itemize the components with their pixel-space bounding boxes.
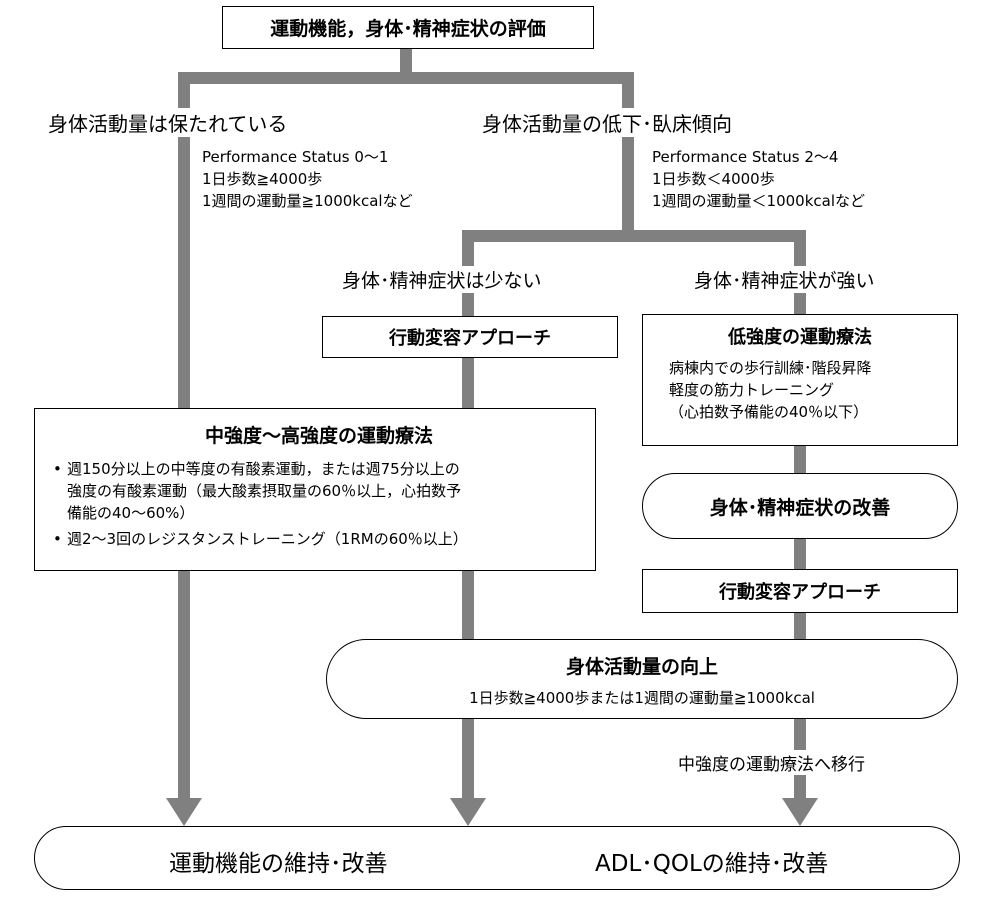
bullet-line: 強度の有酸素運動（最大酸素摂取量の60％以上，心拍数予 xyxy=(67,482,462,500)
behavior-approach-text: 行動変容アプローチ xyxy=(389,328,551,349)
bullet-line: 備能の40〜60%） xyxy=(67,504,195,522)
left-criteria: Performance Status 0〜1 1日歩数≧4000歩 1週間の運動… xyxy=(202,146,413,212)
behavior-approach-box-2: 行動変容アプローチ xyxy=(642,569,958,613)
right-criteria-line: 1週間の運動量＜1000kcalなど xyxy=(652,192,866,210)
outcome-left-text: 運動機能の維持･改善 xyxy=(169,851,388,877)
symptom-improvement-text: 身体･精神症状の改善 xyxy=(709,496,891,519)
left-criteria-line: Performance Status 0〜1 xyxy=(202,148,389,166)
symptom-improvement-box: 身体･精神症状の改善 xyxy=(642,473,958,539)
right-criteria-line: Performance Status 2〜4 xyxy=(652,148,839,166)
bullet-line: 週150分以上の中等度の有酸素運動，または週75分以上の xyxy=(67,460,460,478)
moderate-high-intensity-box: 中強度〜高強度の運動療法 • 週150分以上の中等度の有酸素運動，または週75分… xyxy=(34,408,596,571)
outcome-box: 運動機能の維持･改善 ADL･QOLの維持･改善 xyxy=(34,826,960,890)
right-criteria-line: 1日歩数＜4000歩 xyxy=(652,170,775,188)
sub-label-strong-symptoms: 身体･精神症状が強い xyxy=(692,266,877,293)
transition-label: 中強度の運動療法へ移行 xyxy=(676,750,867,775)
low-intensity-line: （心拍数予備能の40％以下） xyxy=(669,403,869,421)
moderate-high-title: 中強度〜高強度の運動療法 xyxy=(204,425,433,447)
list-item: • 週2〜3回のレジスタンストレーニング（1RMの60％以上） xyxy=(53,528,585,550)
bullet-line: 週2〜3回のレジスタンストレーニング（1RMの60％以上） xyxy=(67,530,468,548)
branch-label-maintained: 身体活動量は保たれている xyxy=(46,108,290,137)
low-intensity-title: 低強度の運動療法 xyxy=(728,327,872,348)
list-item: • 週150分以上の中等度の有酸素運動，または週75分以上の 強度の有酸素運動（… xyxy=(53,458,585,524)
right-criteria: Performance Status 2〜4 1日歩数＜4000歩 1週間の運動… xyxy=(652,146,865,212)
assessment-title-box: 運動機能，身体･精神症状の評価 xyxy=(222,6,594,49)
branch-label-decreased: 身体活動量の低下･臥床傾向 xyxy=(480,108,734,137)
low-intensity-line: 病棟内での歩行訓練･階段昇降 xyxy=(669,359,872,377)
behavior-approach-text-2: 行動変容アプローチ xyxy=(719,582,881,603)
assessment-title-text: 運動機能，身体･精神症状の評価 xyxy=(270,18,546,40)
low-intensity-line: 軽度の筋力トレーニング xyxy=(669,381,835,399)
activity-increase-title: 身体活動量の向上 xyxy=(565,656,718,678)
left-criteria-line: 1週間の運動量≧1000kcalなど xyxy=(202,192,413,210)
low-intensity-details: 病棟内での歩行訓練･階段昇降 軽度の筋力トレーニング （心拍数予備能の40％以下… xyxy=(669,357,957,423)
bullet-dot: • xyxy=(53,530,62,548)
bullet-dot: • xyxy=(53,460,62,478)
moderate-high-list: • 週150分以上の中等度の有酸素運動，または週75分以上の 強度の有酸素運動（… xyxy=(53,458,585,550)
outcome-right-text: ADL･QOLの維持･改善 xyxy=(595,851,829,877)
activity-increase-box: 身体活動量の向上 1日歩数≧4000歩または1週間の運動量≧1000kcal xyxy=(326,639,958,719)
behavior-approach-box: 行動変容アプローチ xyxy=(322,316,618,358)
activity-increase-subtitle: 1日歩数≧4000歩または1週間の運動量≧1000kcal xyxy=(469,689,815,707)
left-criteria-line: 1日歩数≧4000歩 xyxy=(202,170,323,188)
low-intensity-box: 低強度の運動療法 病棟内での歩行訓練･階段昇降 軽度の筋力トレーニング （心拍数… xyxy=(642,314,958,446)
sub-label-few-symptoms: 身体･精神症状は少ない xyxy=(340,266,544,293)
